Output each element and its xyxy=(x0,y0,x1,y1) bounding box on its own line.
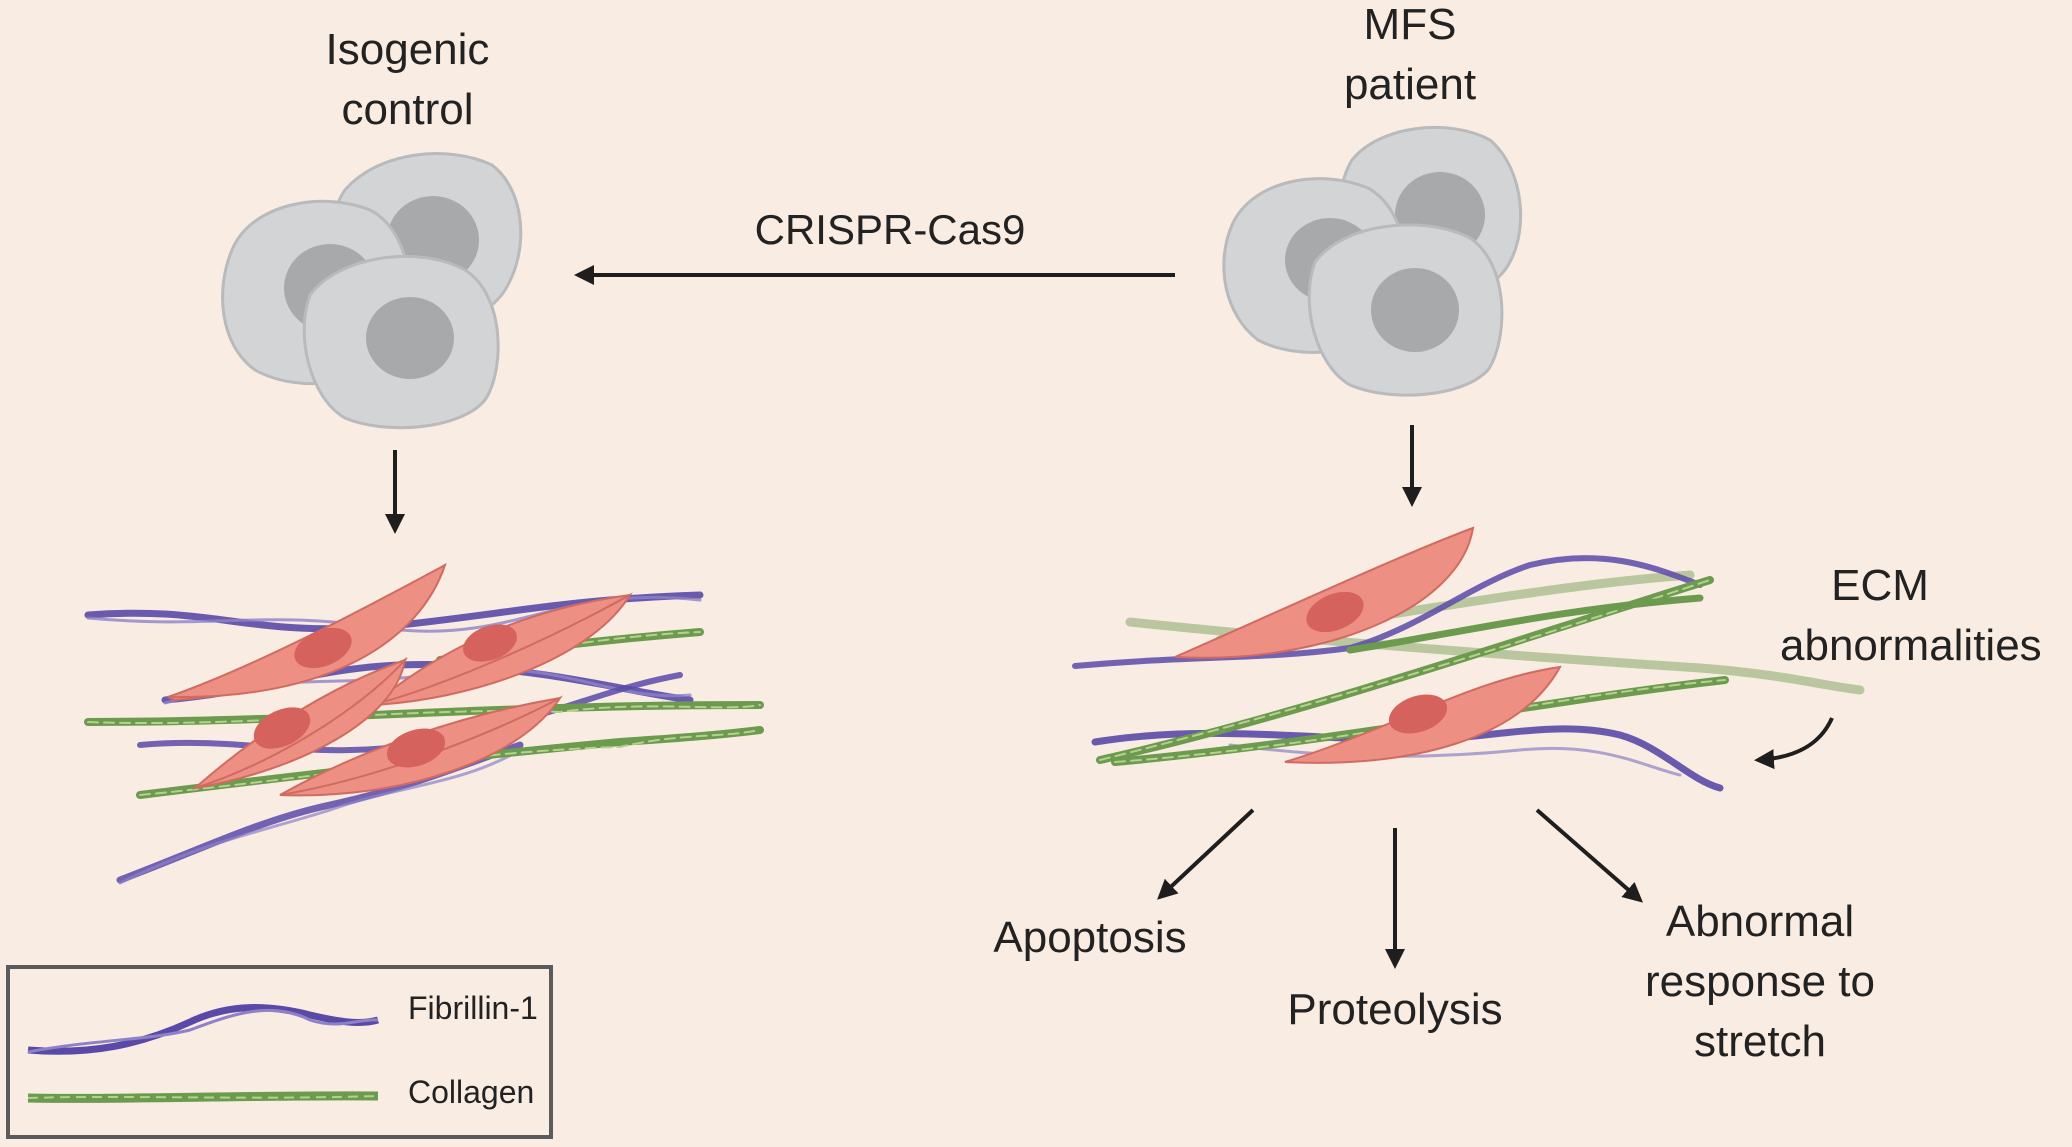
stretch-label-line3: stretch xyxy=(1693,1017,1827,1066)
muscle-nucleus xyxy=(1388,694,1448,734)
mfs-label-line2: patient xyxy=(1343,60,1477,109)
stretch-arrow xyxy=(1535,808,1644,903)
isogenic-label-line1: Isogenic xyxy=(325,25,490,74)
isogenic-cell-cluster xyxy=(221,152,523,430)
stretch-label-line1: Abnormal xyxy=(1665,897,1855,946)
ecm-label-line2: abnormalities xyxy=(1780,621,2042,670)
crispr-label: CRISPR-Cas9 xyxy=(754,206,1026,253)
muscle-nucleus xyxy=(386,728,446,768)
isogenic-tissue xyxy=(84,562,764,885)
mfs-cell-cluster xyxy=(1222,125,1523,397)
legend xyxy=(6,965,553,1139)
ecm-curved-arrow xyxy=(1754,717,1834,770)
legend-collagen-label: Collagen xyxy=(408,1074,535,1110)
legend-swatches xyxy=(27,1004,379,1103)
smooth-muscle-cells xyxy=(167,562,633,797)
smooth-muscle-cells xyxy=(1174,526,1562,764)
legend-fibrillin-label: Fibrillin-1 xyxy=(408,990,538,1026)
ecm-label-line1: ECM xyxy=(1831,561,1929,610)
proteolysis-label: Proteolysis xyxy=(1287,985,1503,1034)
apoptosis-label: Apoptosis xyxy=(993,913,1187,962)
legend-fibrillin-swatch xyxy=(27,1004,379,1055)
cell-nucleus xyxy=(366,297,454,379)
mfs-tissue xyxy=(1072,526,1865,792)
muscle-nucleus xyxy=(1306,591,1364,633)
muscle-nucleus xyxy=(294,627,352,669)
mfs-label-line1: MFS xyxy=(1363,0,1457,49)
muscle-nucleus xyxy=(463,624,517,662)
cell-nucleus xyxy=(1371,268,1459,352)
muscle-nucleus xyxy=(253,707,311,749)
apoptosis-arrow xyxy=(1157,808,1255,900)
isogenic-label-line2: control xyxy=(341,85,474,134)
stretch-label-line2: response to xyxy=(1645,957,1875,1006)
